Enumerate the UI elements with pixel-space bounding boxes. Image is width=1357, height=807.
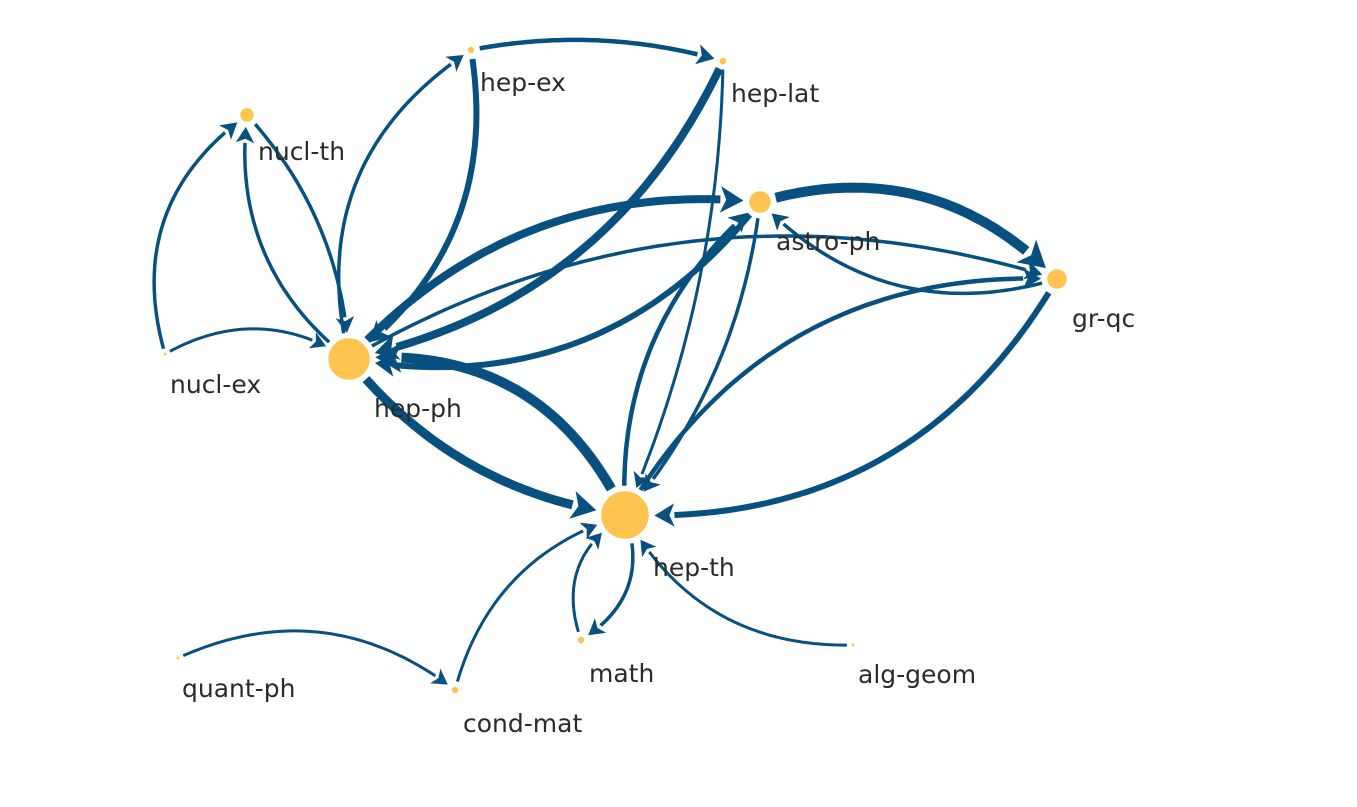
node-label-hep-ph: hep-ph (374, 394, 462, 423)
edge-hep-th-to-math (599, 543, 635, 627)
node-label-alg-geom: alg-geom (858, 660, 976, 689)
node-astro-ph (746, 188, 774, 216)
edge-hep-lat-to-hep-th (640, 69, 725, 475)
node-label-cond-mat: cond-mat (463, 709, 582, 738)
labels-layer: hep-ph hep-th astro-ph gr-qc hep-ex hep-lat nu… (170, 68, 1135, 738)
edge-hep-th-to-hep-ph (401, 352, 616, 492)
arrowhead-gr-qc-to-astro-ph (771, 213, 790, 231)
edge-hep-ex-to-hep-ph (382, 58, 480, 331)
edge-nucl-th-to-hep-ph (253, 123, 347, 318)
edge-gr-qc-to-astro-ph (782, 222, 1043, 296)
node-hep-lat (717, 55, 729, 67)
edge-cond-mat-to-hep-th (455, 529, 584, 682)
node-hep-th (598, 488, 652, 542)
edge-hep-ex-to-hep-lat (479, 37, 698, 57)
edge-nucl-ex-to-nucl-th (152, 131, 227, 350)
edge-hep-ph-to-hep-ex (336, 62, 452, 334)
node-label-hep-lat: hep-lat (731, 79, 819, 108)
node-math (575, 634, 587, 646)
node-label-math: math (589, 659, 654, 688)
edge-hep-ph-to-astro-ph (364, 195, 721, 343)
arrowhead-math-to-hep-th (585, 532, 602, 550)
arrowhead-gr-qc-to-hep-th (654, 503, 675, 527)
arrowhead-hep-th-to-math (588, 618, 607, 636)
node-label-quant-ph: quant-ph (182, 674, 295, 703)
arrowhead-nucl-ex-to-hep-ph (308, 332, 327, 349)
arrowhead-astro-ph-to-gr-qc (1016, 239, 1046, 269)
arrowhead-nucl-th-to-hep-ph (335, 316, 355, 333)
edge-quant-ph-to-cond-mat (182, 629, 437, 678)
arrowhead-hep-ph-to-nucl-th (235, 127, 255, 144)
arrowhead-nucl-ex-to-nucl-th (219, 122, 238, 140)
node-nucl-ex (163, 352, 167, 356)
arrowhead-hep-ph-to-hep-ex (445, 55, 464, 72)
node-nucl-th (237, 105, 257, 125)
edge-nucl-ex-to-hep-ph (169, 327, 313, 353)
nodes-layer (163, 44, 1070, 696)
edge-hep-ph-to-nucl-th (243, 142, 331, 344)
arrowhead-hep-th-to-gr-qc (1023, 268, 1042, 289)
arrowhead-astro-ph-to-hep-ph (375, 353, 396, 377)
edge-astro-ph-to-hep-th (651, 217, 760, 480)
node-label-nucl-th: nucl-th (258, 137, 345, 166)
node-label-hep-th: hep-th (653, 553, 735, 582)
node-label-nucl-ex: nucl-ex (170, 370, 261, 399)
arrowhead-alg-geom-to-hep-th (640, 539, 657, 558)
arrowhead-hep-ph-to-hep-th (569, 491, 597, 519)
node-label-gr-qc: gr-qc (1072, 304, 1135, 333)
arrowhead-hep-ex-to-hep-lat (695, 44, 715, 65)
arrowhead-quant-ph-to-cond-mat (430, 668, 448, 685)
edge-hep-ph-to-gr-qc (371, 234, 1027, 348)
edge-astro-ph-to-gr-qc (774, 182, 1030, 255)
node-cond-mat (449, 684, 461, 696)
node-hep-ex (465, 44, 477, 56)
node-label-hep-ex: hep-ex (480, 68, 566, 97)
edge-math-to-hep-th (571, 542, 593, 633)
arrowhead-hep-th-to-astro-ph (727, 212, 748, 233)
node-label-astro-ph: astro-ph (776, 227, 880, 256)
edges-layer (152, 37, 1052, 685)
edge-gr-qc-to-hep-th (674, 291, 1052, 518)
node-quant-ph (176, 656, 180, 660)
edge-hep-lat-to-hep-ph (395, 66, 723, 351)
edge-hep-th-to-astro-ph (622, 223, 737, 486)
node-alg-geom (851, 643, 855, 647)
node-gr-qc (1044, 266, 1070, 292)
edge-hep-ph-to-hep-th (362, 376, 574, 510)
arrowhead-hep-lat-to-hep-th (633, 470, 651, 488)
arrowhead-cond-mat-to-hep-th (579, 522, 598, 540)
node-hep-ph (325, 335, 373, 383)
arrowhead-hep-lat-to-hep-ph (374, 334, 401, 360)
edge-alg-geom-to-hep-th (648, 550, 847, 647)
edge-hep-th-to-gr-qc (638, 276, 1024, 492)
arrowhead-hep-ph-to-astro-ph (719, 186, 744, 213)
